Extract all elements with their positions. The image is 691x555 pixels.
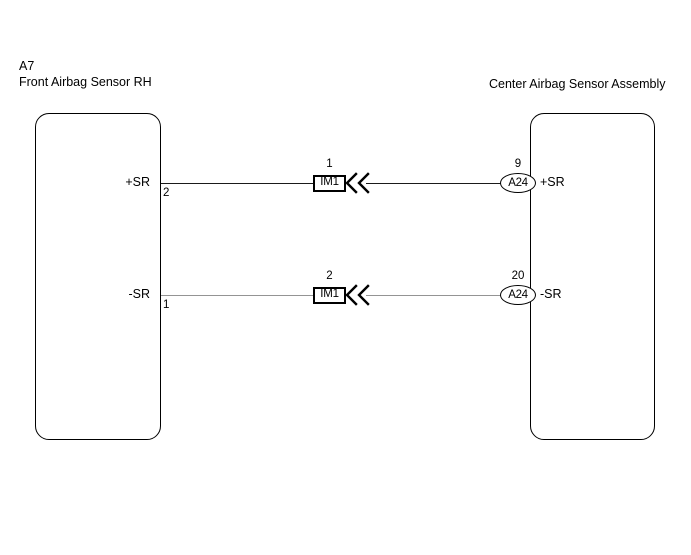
right-terminal-label-plus-sr: +SR <box>540 175 565 189</box>
right-component-title: Center Airbag Sensor Assembly <box>489 76 665 92</box>
right-component-name: Center Airbag Sensor Assembly <box>489 77 666 91</box>
connector-a24-minus-sr[interactable]: A24 <box>500 285 536 305</box>
component-box-front-airbag-sensor-rh <box>35 113 161 440</box>
left-pin-number-plus-sr: 2 <box>163 187 170 199</box>
wire-segment-minus-sr-right <box>366 295 501 296</box>
inline-connector-im1-plus-sr[interactable]: IM1 <box>313 174 346 192</box>
chevron-left-double-icon-minus-sr <box>345 284 371 306</box>
inline-connector-pin-minus-sr: 2 <box>326 270 333 282</box>
right-terminal-label-minus-sr: -SR <box>540 287 562 301</box>
wire-segment-minus-sr-left <box>161 295 313 296</box>
left-pin-number-minus-sr: 1 <box>163 299 170 311</box>
chevron-left-double-icon-plus-sr <box>345 172 371 194</box>
wire-segment-plus-sr-left <box>161 183 313 184</box>
left-component-code: A7 <box>19 59 35 73</box>
left-terminal-label-plus-sr: +SR <box>125 175 150 189</box>
left-component-name: Front Airbag Sensor RH <box>19 75 152 89</box>
right-pin-number-minus-sr: 20 <box>511 270 525 282</box>
connector-a24-plus-sr[interactable]: A24 <box>500 173 536 193</box>
component-box-center-airbag-sensor-assembly <box>530 113 655 440</box>
wire-segment-plus-sr-right <box>366 183 501 184</box>
left-component-title: A7 Front Airbag Sensor RH <box>19 58 152 90</box>
right-pin-number-plus-sr: 9 <box>514 158 522 170</box>
inline-connector-pin-plus-sr: 1 <box>326 158 333 170</box>
left-terminal-label-minus-sr: -SR <box>128 287 150 301</box>
inline-connector-im1-minus-sr[interactable]: IM1 <box>313 286 346 304</box>
